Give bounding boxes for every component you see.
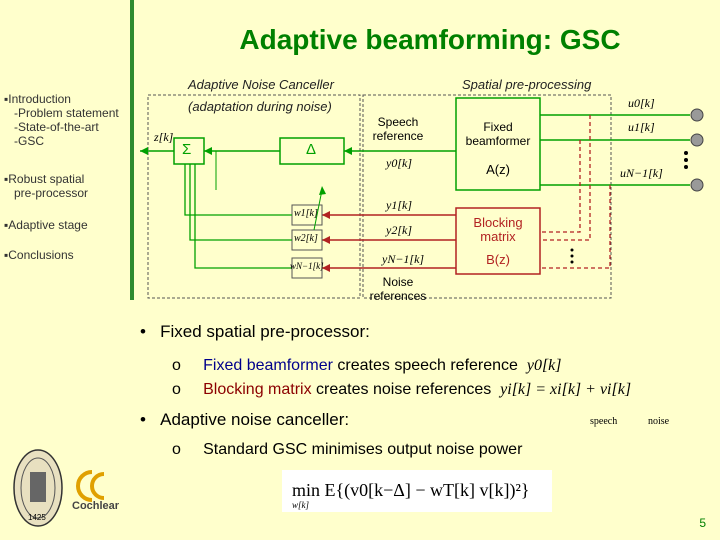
- uN-label: uN−1[k]: [620, 166, 663, 180]
- w1-label: w1[k]: [294, 208, 318, 219]
- bullet-icon: ▪: [4, 248, 9, 262]
- slide-title: Adaptive beamforming: GSC: [239, 24, 621, 55]
- yN-label: yN−1[k]: [382, 252, 425, 266]
- formula-sub: w[k]: [292, 500, 310, 510]
- u0-label: u0[k]: [628, 96, 655, 110]
- arrow-head: [319, 186, 326, 195]
- arrow-head: [322, 236, 330, 244]
- bullet-1b: o Blocking matrix creates noise referenc…: [172, 381, 632, 398]
- microphone-icon: [690, 133, 704, 147]
- bullet-1: • Fixed spatial pre-processor:: [140, 322, 370, 341]
- noise-refs-label: Noise references: [369, 275, 427, 303]
- y2-label: y2[k]: [386, 223, 412, 237]
- ellipsis-dot-icon: [570, 248, 574, 252]
- delay-symbol: Δ: [306, 141, 317, 158]
- microphone-icon: [690, 178, 704, 192]
- blocking-matrix-box: [455, 207, 541, 275]
- gsc-diagram: [140, 94, 704, 299]
- page-number: 5: [699, 516, 706, 530]
- zk-label: z[k]: [154, 130, 174, 144]
- university-seal-logo: 1425: [13, 449, 63, 527]
- y0-label: y0[k]: [386, 156, 412, 170]
- noise-underlabel: noise: [648, 416, 670, 427]
- u1-label: u1[k]: [628, 120, 655, 134]
- sidebar-label: pre-processor: [14, 186, 89, 200]
- bm-input-2: [540, 185, 611, 269]
- ellipsis-dot-icon: [570, 254, 574, 258]
- anc-title: Adaptive Noise Canceller: [188, 77, 334, 92]
- spp-title: Spatial pre-processing: [462, 77, 592, 92]
- speech-underlabel: speech: [590, 416, 618, 427]
- arrow-head: [322, 211, 330, 219]
- anc-subtitle: (adaptation during noise): [188, 99, 332, 114]
- cochlear-text: Cochlear: [72, 500, 120, 512]
- bm-input-0: [540, 115, 591, 241]
- sidebar-sub-state[interactable]: -State-of-the-art: [14, 120, 99, 134]
- filter-out-2: [189, 164, 292, 241]
- speech-ref-label: Speech reference: [372, 115, 424, 143]
- ellipsis-dot-icon: [570, 260, 574, 264]
- slide-title-wrap: Adaptive beamforming: GSC: [0, 24, 720, 56]
- sidebar-sub-problem[interactable]: -Problem statement: [14, 106, 119, 120]
- wN-label: wN−1[k]: [290, 261, 324, 271]
- sidebar-item-adaptive[interactable]: ▪Adaptive stage: [4, 218, 88, 232]
- sidebar-item-robust[interactable]: ▪Robust spatial pre-processor: [4, 172, 88, 200]
- bz-label: B(z): [486, 252, 510, 267]
- sidebar-divider: [130, 0, 134, 300]
- arrow-head: [140, 147, 148, 155]
- fixed-beamformer-box: [455, 97, 541, 191]
- bullet-2a: o Standard GSC minimises output noise po…: [172, 441, 523, 458]
- bullet-icon: ▪: [4, 218, 9, 232]
- sidebar-label: Introduction: [8, 92, 71, 106]
- arrow-head: [204, 147, 212, 155]
- adapt-arrow: [313, 189, 323, 231]
- sum-symbol: Σ: [182, 141, 192, 158]
- bullet-1a: o Fixed beamformer creates speech refere…: [172, 357, 562, 374]
- sidebar-label: Robust spatial: [8, 172, 85, 186]
- bullet-icon: ▪: [4, 92, 9, 106]
- y1-label: y1[k]: [386, 198, 412, 212]
- sidebar-label: Adaptive stage: [8, 218, 88, 232]
- microphone-icon: [690, 108, 704, 122]
- fixed-bf-label: Fixed beamformer: [465, 120, 531, 148]
- w2-label: w2[k]: [294, 233, 318, 244]
- cost-function: min E{(v0[k−Δ] − wT[k] v[k])²} w[k]: [282, 470, 552, 512]
- bullet-2: • Adaptive noise canceller:: [140, 410, 350, 429]
- ellipsis-dot-icon: [684, 151, 688, 155]
- sidebar-item-conclusions[interactable]: ▪Conclusions: [4, 248, 74, 262]
- filter-out-1: [184, 164, 292, 216]
- az-label: A(z): [486, 162, 510, 177]
- spp-box: [362, 94, 612, 299]
- bullet-icon: ▪: [4, 172, 9, 186]
- sidebar-label: Conclusions: [8, 248, 74, 262]
- formula-text: min E{(v0[k−Δ] − wT[k] v[k])²}: [292, 480, 530, 500]
- ellipsis-dot-icon: [684, 158, 688, 162]
- sidebar-sub-gsc[interactable]: -GSC: [14, 134, 44, 148]
- arrow-head: [322, 264, 330, 272]
- sidebar-item-introduction[interactable]: ▪Introduction -Problem statement -State-…: [4, 92, 119, 148]
- filter-out-3: [194, 164, 292, 269]
- seal-year: 1425: [28, 513, 46, 522]
- arrow-head: [344, 147, 352, 155]
- ellipsis-dot-icon: [684, 165, 688, 169]
- anc-box: [147, 94, 361, 299]
- blocking-label: Blocking matrix: [473, 215, 523, 244]
- bm-input-1: [540, 140, 581, 233]
- cochlear-logo: [76, 470, 105, 502]
